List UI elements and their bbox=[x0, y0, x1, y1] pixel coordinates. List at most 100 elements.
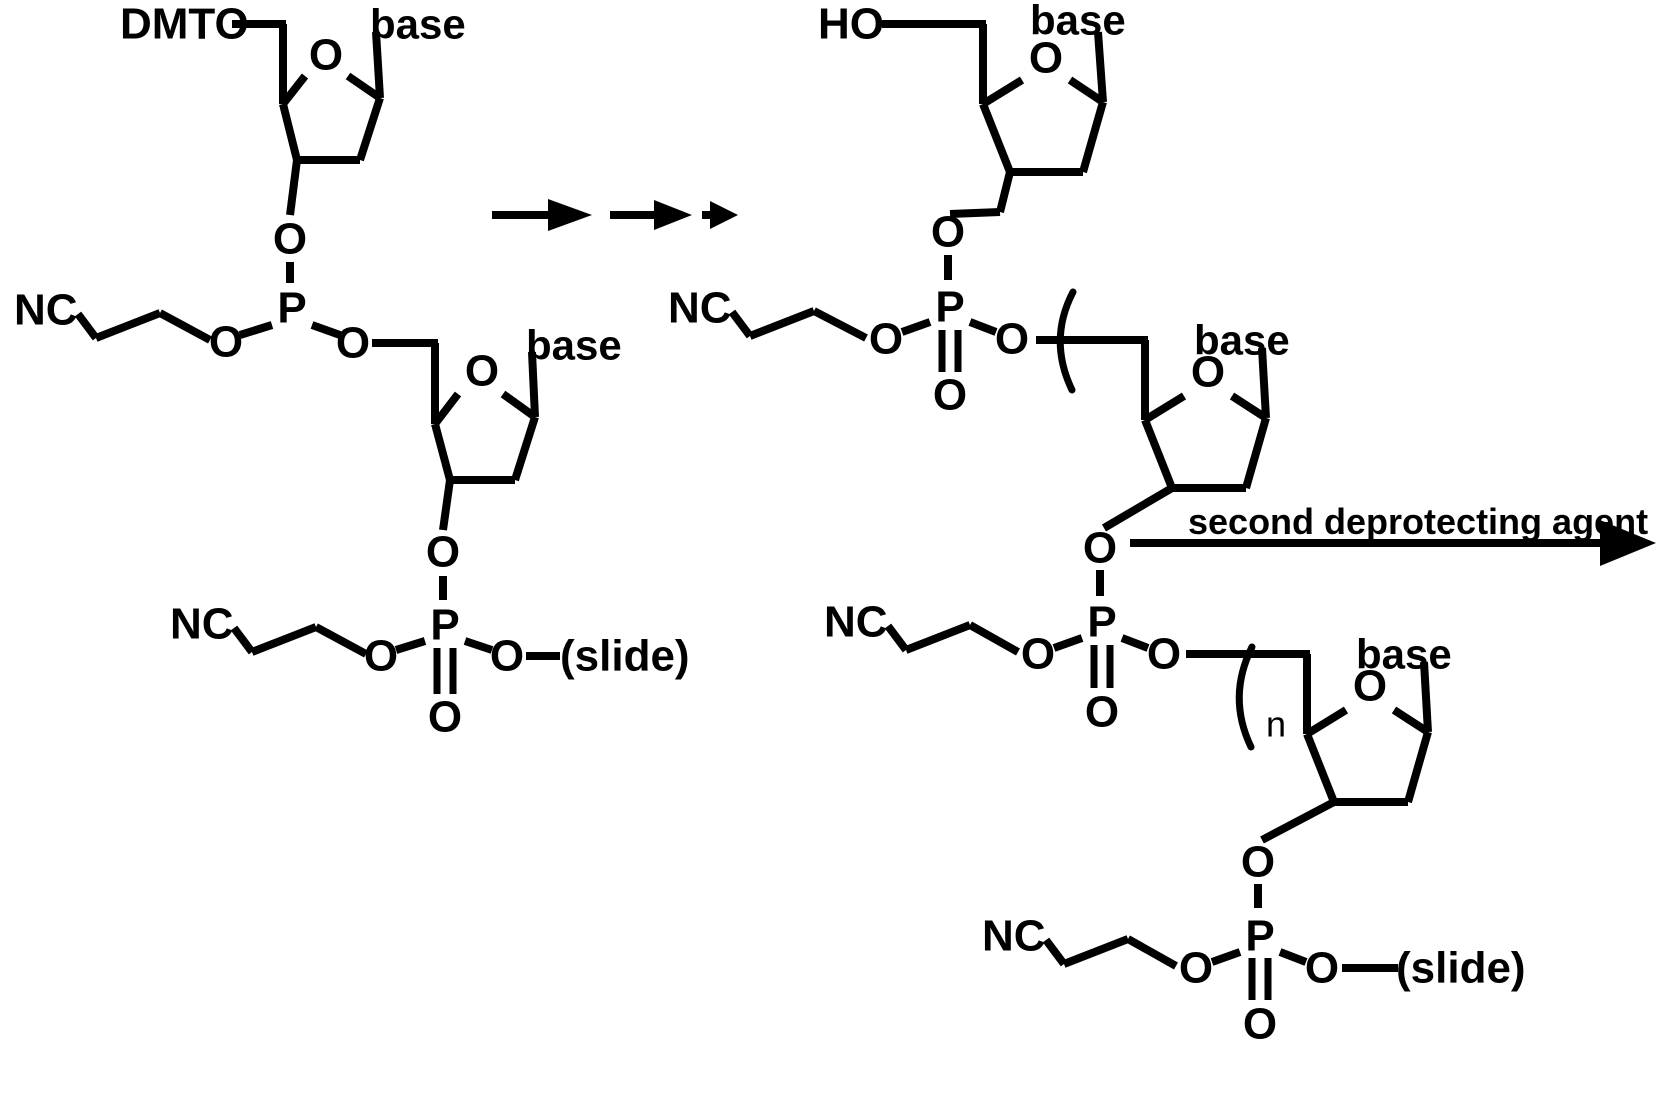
nitrile-label-2: NC bbox=[170, 600, 234, 649]
phosphate-left-oxygen-label-r1: O bbox=[869, 315, 903, 364]
bond-ch2-ch2-r2 bbox=[904, 621, 972, 654]
phosphoryl-oxygen-label-r3: O bbox=[1243, 1000, 1277, 1049]
right-phosphate-center-2: P O O O NC bbox=[824, 570, 1181, 737]
bond-p1-to-left-oxygen bbox=[238, 321, 274, 339]
phosphoryl-oxygen-label-r1: O bbox=[933, 371, 967, 420]
deprotection-reaction-arrow: second deprotecting agent bbox=[1130, 501, 1656, 566]
ring-oxygen-label-r3: O bbox=[1353, 662, 1387, 711]
reaction-arrow-2 bbox=[610, 200, 692, 230]
slide-label-2: (slide) bbox=[1396, 944, 1526, 993]
arrow-head-3 bbox=[710, 201, 738, 229]
ring-oxygen-label-1: O bbox=[309, 31, 343, 80]
left-structure: DMTO O base O P O bbox=[14, 0, 690, 742]
bond-c1-base-r3 bbox=[1420, 661, 1432, 733]
bond-c3-c4-r2 bbox=[1141, 418, 1176, 490]
dmto-label: DMTO bbox=[120, 0, 249, 49]
bond-p1-to-right-oxygen bbox=[310, 321, 342, 339]
phosphate-right-oxygen-label-r1: O bbox=[995, 315, 1029, 364]
bond-c4-ringO-2 bbox=[431, 391, 462, 427]
right-sugar-unit-1: HO O base O bbox=[818, 0, 1126, 257]
bond-c1-c2-2 bbox=[511, 415, 539, 482]
left-phosphate-center: P O O O NC (slide) bbox=[170, 576, 690, 742]
right-sugar-unit-3: O base O bbox=[1186, 631, 1452, 887]
bond-ch2-ch2-r1 bbox=[748, 307, 816, 340]
bond-c3-c4-r1 bbox=[979, 102, 1014, 174]
arrow-head-2 bbox=[654, 200, 692, 230]
bond-p-to-left-oxygen-r3 bbox=[1210, 948, 1242, 966]
nitrile-label-r2: NC bbox=[824, 598, 888, 647]
bond-ringO-c1-r3 bbox=[1391, 706, 1431, 736]
left-phosphite-center: P O O NC bbox=[14, 262, 370, 368]
phosphate-left-oxygen-label-r3: O bbox=[1179, 944, 1213, 993]
bond-c1-c2-r1 bbox=[1079, 100, 1107, 174]
bond-c1-c2-r2 bbox=[1242, 416, 1270, 490]
right-sugar-unit-2: O base O bbox=[1036, 317, 1290, 573]
phosphate-right-oxygen-label-1: O bbox=[490, 632, 524, 681]
bond-ch2-o-a2 bbox=[314, 623, 368, 658]
phosphate-left-oxygen-label-1: O bbox=[364, 632, 398, 681]
bond-c1-c2 bbox=[356, 96, 384, 162]
bond-c1-base-r1 bbox=[1094, 31, 1107, 103]
three-prime-oxygen-label-r3: O bbox=[1241, 838, 1275, 887]
bond-nc-ch2-r1 bbox=[728, 309, 754, 339]
ring-oxygen-label-2: O bbox=[465, 347, 499, 396]
bond-c1-base-2 bbox=[528, 351, 539, 418]
bond-c3-c4 bbox=[279, 103, 301, 161]
right-phosphate-center-1: P O O O NC bbox=[668, 255, 1029, 420]
bond-c4-ringO-r3 bbox=[1304, 706, 1349, 738]
right-phosphate-center-3: P O O O NC (slide) bbox=[982, 884, 1526, 1049]
ring-oxygen-label-r1: O bbox=[1029, 34, 1063, 83]
bond-nc-ch2-r3 bbox=[1042, 937, 1068, 967]
nitrile-label-r1: NC bbox=[668, 284, 732, 333]
ring-oxygen-label-r2: O bbox=[1191, 348, 1225, 397]
phosphite-left-oxygen-label: O bbox=[209, 318, 243, 367]
bond-ch2-o-a1 bbox=[158, 309, 212, 344]
phosphate-right-oxygen-label-r3: O bbox=[1305, 944, 1339, 993]
bond-p2-to-right-oxygen bbox=[463, 637, 494, 654]
phosphorus-label-r2: P bbox=[1087, 598, 1116, 647]
bond-p-to-left-oxygen-r2 bbox=[1052, 634, 1084, 652]
phosphate-right-oxygen-label-r2: O bbox=[1147, 630, 1181, 679]
bond-c4-ringO-r1 bbox=[980, 76, 1025, 108]
bond-ch2-o-r2 bbox=[968, 621, 1020, 656]
phosphate-left-oxygen-label-r2: O bbox=[1021, 630, 1055, 679]
ho-label: HO bbox=[818, 0, 884, 49]
bond-c3-to-3prime-oxygen-r1 bbox=[996, 171, 1014, 213]
phosphorus-label-2: P bbox=[430, 601, 459, 650]
bond-c1-c2-r3 bbox=[1404, 730, 1432, 804]
bond-c1-base bbox=[372, 31, 384, 99]
bond-p-to-right-oxygen-r3 bbox=[1278, 948, 1308, 966]
bond-ch2-ch2-a1 bbox=[94, 309, 162, 342]
bond-c3-c4-r3 bbox=[1303, 732, 1338, 804]
three-prime-oxygen-label-r2: O bbox=[1083, 524, 1117, 573]
bond-nc-ch2-r2 bbox=[884, 623, 910, 653]
bond-p-to-right-oxygen-r2 bbox=[1120, 634, 1150, 652]
bond-ringO-c1-r1 bbox=[1067, 76, 1106, 106]
base-label-2: base bbox=[526, 322, 622, 369]
bond-ringO-c1 bbox=[345, 72, 383, 102]
bond-ringO-c1-r2 bbox=[1229, 392, 1269, 422]
phosphite-right-oxygen-label: O bbox=[336, 319, 370, 368]
bond-c3-to-3prime-oxygen bbox=[286, 159, 301, 216]
reagent-label: second deprotecting agent bbox=[1188, 501, 1648, 542]
base-label-r1: base bbox=[1030, 0, 1126, 44]
bond-ch2-ch2-r3 bbox=[1062, 935, 1130, 968]
phosphorus-label-r3: P bbox=[1245, 912, 1274, 961]
bond-c4-ringO-r2 bbox=[1142, 392, 1187, 424]
bond-c3-down-r1 bbox=[949, 208, 1001, 218]
bond-nc-ch2-a1 bbox=[74, 311, 100, 341]
base-label-r2: base bbox=[1194, 317, 1290, 364]
right-structure: HO O base O P O O O NC bbox=[668, 0, 1526, 1049]
bond-ch2-o-r1 bbox=[812, 307, 868, 342]
bond-c3-to-3prime-oxygen-r2 bbox=[1101, 484, 1175, 532]
left-sugar-unit-2: O base O bbox=[372, 322, 622, 577]
reaction-arrow-1 bbox=[492, 199, 592, 231]
bond-c3-to-3prime-oxygen-r3 bbox=[1260, 798, 1336, 844]
left-sugar-unit-1: DMTO O base O bbox=[120, 0, 466, 264]
nitrile-label-r3: NC bbox=[982, 912, 1046, 961]
phosphorus-label-1: P bbox=[277, 284, 306, 333]
bond-p-to-right-oxygen-r1 bbox=[968, 318, 998, 336]
bond-p2-to-left-oxygen bbox=[394, 637, 427, 654]
bond-p-to-left-oxygen-r1 bbox=[900, 318, 932, 336]
